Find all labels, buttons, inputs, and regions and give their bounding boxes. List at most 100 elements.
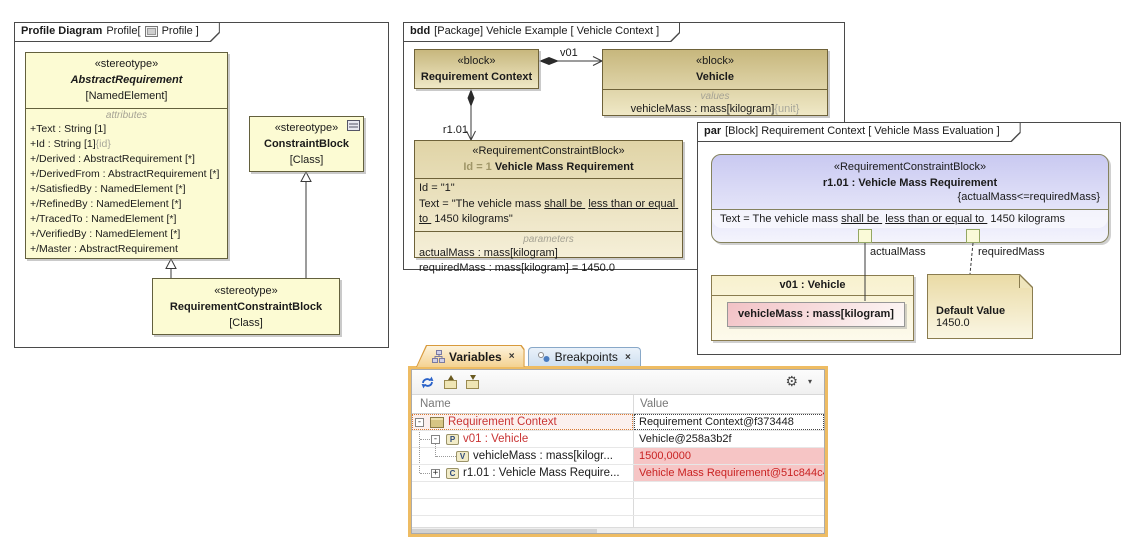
element-name: ConstraintBlock (264, 138, 349, 150)
close-icon[interactable]: × (624, 351, 631, 363)
tab-variables[interactable]: Variables × (417, 346, 524, 367)
variables-panel: Variables × Breakpoints × (408, 345, 828, 537)
parameter-pin-actualmass[interactable] (858, 229, 872, 243)
parameter-pin-requiredmass[interactable] (966, 229, 980, 243)
stereotype-keyword: «stereotype» (274, 122, 339, 134)
constraint-property-r101[interactable]: «RequirementConstraintBlock» r1.01 : Veh… (711, 154, 1109, 243)
frame-tab[interactable]: Profile Diagram Profile[ Profile ] (14, 22, 220, 42)
stereotype-keyword: «RequirementConstraintBlock» (472, 145, 625, 157)
tree-expander-icon[interactable]: - (415, 416, 424, 427)
constraint-icon: C (446, 467, 459, 479)
parameter-item: actualMass : mass[kilogram] (419, 246, 558, 259)
horizontal-scrollbar[interactable] (412, 527, 824, 533)
diagram-context-label: [Block] Requirement Context [ Vehicle Ma… (725, 125, 1000, 137)
panel-tab-bar: Variables × Breakpoints × (416, 345, 641, 367)
column-separator[interactable] (633, 395, 634, 527)
table-row-empty (412, 499, 824, 516)
variables-tree-table: - Requirement Context Requirement Contex… (412, 414, 824, 527)
element-name: AbstractRequirement (70, 74, 183, 86)
profile-diagram-frame: Profile Diagram Profile[ Profile ] «ster… (14, 22, 389, 348)
block-requirement-context[interactable]: «block» Requirement Context (414, 49, 539, 89)
stereotype-keyword: «stereotype» (94, 58, 159, 70)
collapse-all-icon[interactable] (444, 375, 457, 389)
cell-name[interactable]: - Requirement Context (412, 414, 633, 430)
note-fold-icon (1019, 275, 1032, 288)
stereotype-keyword: «block» (457, 55, 496, 67)
part-v01-vehicle[interactable]: v01 : Vehicle vehicleMass : mass[kilogra… (711, 275, 914, 341)
cell-value[interactable]: Requirement Context@f373448 (634, 414, 824, 430)
association-label-r101[interactable]: r1.01 (442, 124, 468, 136)
dropdown-caret-icon[interactable]: ▾ (807, 377, 812, 386)
stereotype-box-constraint-block[interactable]: «stereotype» ConstraintBlock [Class] (249, 116, 364, 172)
value-icon: V (456, 450, 469, 462)
cell-name[interactable]: V vehicleMass : mass[kilogr... (412, 448, 633, 464)
diagram-icon (145, 26, 158, 37)
diagram-kind-label: bdd (410, 25, 431, 37)
tree-expander-icon[interactable]: - (431, 433, 440, 444)
element-name: Requirement Context (420, 71, 533, 83)
close-icon[interactable]: × (508, 351, 515, 362)
compartment-label: attributes (105, 110, 148, 121)
tree-expander-icon[interactable]: + (431, 467, 440, 478)
tab-label: Breakpoints (554, 350, 618, 364)
table-row[interactable]: + C r1.01 : Vehicle Mass Require... Vehi… (412, 465, 824, 482)
cell-name[interactable]: + C r1.01 : Vehicle Mass Require... (412, 465, 633, 481)
stereotype-keyword: «block» (696, 55, 734, 67)
cell-name[interactable]: - P v01 : Vehicle (412, 431, 633, 447)
row-name: Requirement Context (448, 416, 557, 428)
expand-all-icon[interactable] (466, 375, 479, 389)
tree-guide-line (436, 456, 456, 457)
gear-icon[interactable]: ⚙ (785, 373, 798, 389)
tree-guide-line (435, 444, 436, 457)
attribute-item: +/DerivedFrom : AbstractRequirement [*] (30, 168, 220, 180)
attributes-compartment: attributes +Text : String [1] +Id : Stri… (26, 109, 227, 257)
composition-diamond (539, 57, 559, 65)
element-name: RequirementConstraintBlock (169, 301, 323, 313)
table-row-empty (412, 516, 824, 527)
attribute-item: +/RefinedBy : NamedElement [*] (30, 198, 182, 210)
metaclass-label: [NamedElement] (85, 90, 168, 102)
compartment-label: parameters (523, 233, 574, 245)
generalization-triangle (165, 257, 177, 269)
stereotype-box-abstract-requirement[interactable]: «stereotype» AbstractRequirement [NamedE… (25, 52, 228, 259)
part-icon: P (446, 433, 459, 445)
attribute-item: +/SatisfiedBy : NamedElement [*] (30, 183, 186, 195)
cell-value[interactable]: Vehicle Mass Requirement@51c844c4 (634, 465, 824, 481)
scrollbar-thumb[interactable] (412, 529, 598, 533)
table-row[interactable]: - Requirement Context Requirement Contex… (412, 414, 824, 431)
attribute-item: +Id : String [1]{id} (30, 138, 111, 150)
requirement-id-line: Id = "1" (419, 182, 455, 194)
refresh-button[interactable] (420, 375, 435, 390)
stereotype-keyword: «RequirementConstraintBlock» (833, 161, 987, 173)
value-item: vehicleMass : mass[kilogram]{unit} (630, 103, 800, 115)
table-row-empty (412, 482, 824, 499)
attribute-item: +/TracedTo : NamedElement [*] (30, 213, 177, 225)
constraint-block-vehicle-mass-requirement[interactable]: «RequirementConstraintBlock» Id = 1 Vehi… (414, 140, 683, 274)
cell-value[interactable]: Vehicle@258a3b2f (639, 433, 732, 445)
breakpoints-tab-icon (537, 352, 550, 362)
note-value: 1450.0 (936, 317, 970, 329)
table-row[interactable]: V vehicleMass : mass[kilogr... 1500,0000 (412, 448, 824, 465)
tab-label: Variables (449, 349, 502, 364)
tab-breakpoints[interactable]: Breakpoints × (527, 347, 641, 366)
column-header-name: Name (420, 398, 451, 410)
part-vehicle-mass[interactable]: vehicleMass : mass[kilogram] (727, 302, 905, 327)
parameters-compartment: parameters actualMass : mass[kilogram] r… (415, 232, 682, 278)
cell-value[interactable]: 1500,0000 (634, 448, 824, 464)
compartment-label: values (700, 91, 730, 102)
panel-toolbar: ⚙ ▾ (412, 370, 824, 395)
row-name: r1.01 : Vehicle Mass Require... (463, 467, 620, 479)
block-vehicle[interactable]: «block» Vehicle values vehicleMass : mas… (602, 49, 828, 116)
element-name: Vehicle Mass Requirement (494, 161, 634, 173)
association-label-v01[interactable]: v01 (560, 47, 578, 59)
default-value-note[interactable]: Default Value 1450.0 (927, 274, 1033, 339)
par-diagram-frame: par [Block] Requirement Context [ Vehicl… (697, 122, 1121, 355)
stereotype-box-requirement-constraint-block[interactable]: «stereotype» RequirementConstraintBlock … (152, 278, 340, 335)
metaclass-label: [Class] (229, 317, 263, 329)
table-header: Name Value (412, 395, 824, 414)
table-row[interactable]: - P v01 : Vehicle Vehicle@258a3b2f (412, 431, 824, 448)
composition-diamond (467, 89, 475, 107)
element-name: r1.01 : Vehicle Mass Requirement (822, 177, 998, 189)
frame-tab[interactable]: bdd [Package] Vehicle Example [ Vehicle … (403, 22, 680, 42)
frame-tab[interactable]: par [Block] Requirement Context [ Vehicl… (697, 122, 1021, 142)
